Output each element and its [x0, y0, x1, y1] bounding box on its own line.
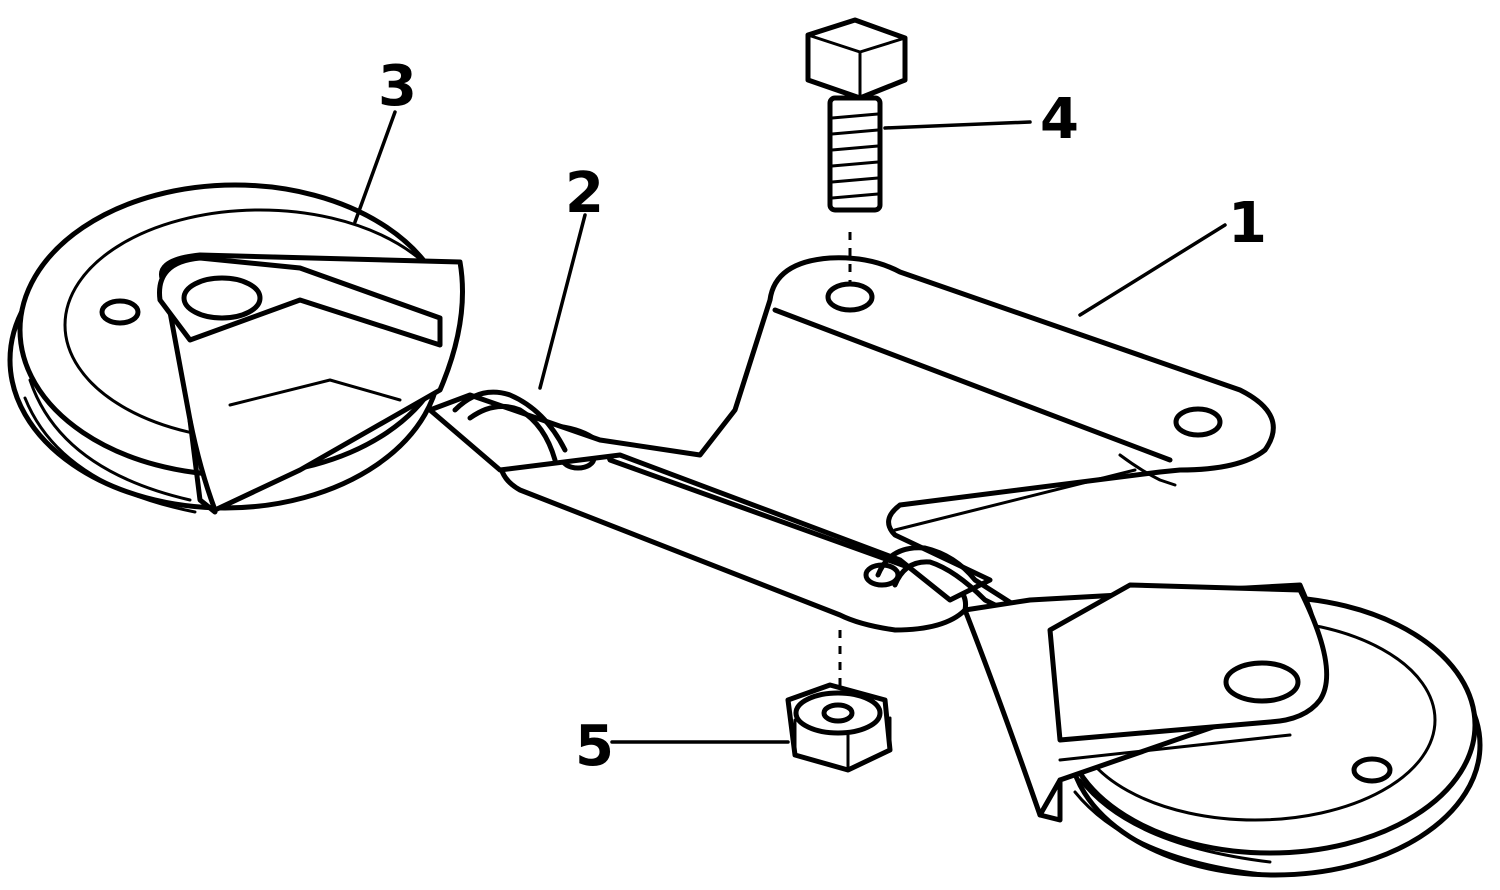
- leader-line-2: [538, 213, 587, 390]
- main-bracket: [427, 255, 1276, 603]
- leader-line-4: [883, 120, 1032, 130]
- callout-2: 2: [565, 161, 604, 226]
- leader-line-1: [1078, 223, 1227, 317]
- callout-4: 4: [1040, 87, 1079, 152]
- callout-3: 3: [378, 54, 417, 119]
- left-pulley-bracket: [157, 252, 465, 515]
- leader-line-3: [353, 110, 397, 224]
- right-pulley-bracket: [962, 582, 1330, 823]
- callout-1: 1: [1228, 191, 1267, 256]
- bolt: [805, 17, 908, 213]
- belt-guide-clip: [452, 389, 1033, 623]
- nut: [785, 682, 893, 773]
- callout-5: 5: [575, 714, 614, 779]
